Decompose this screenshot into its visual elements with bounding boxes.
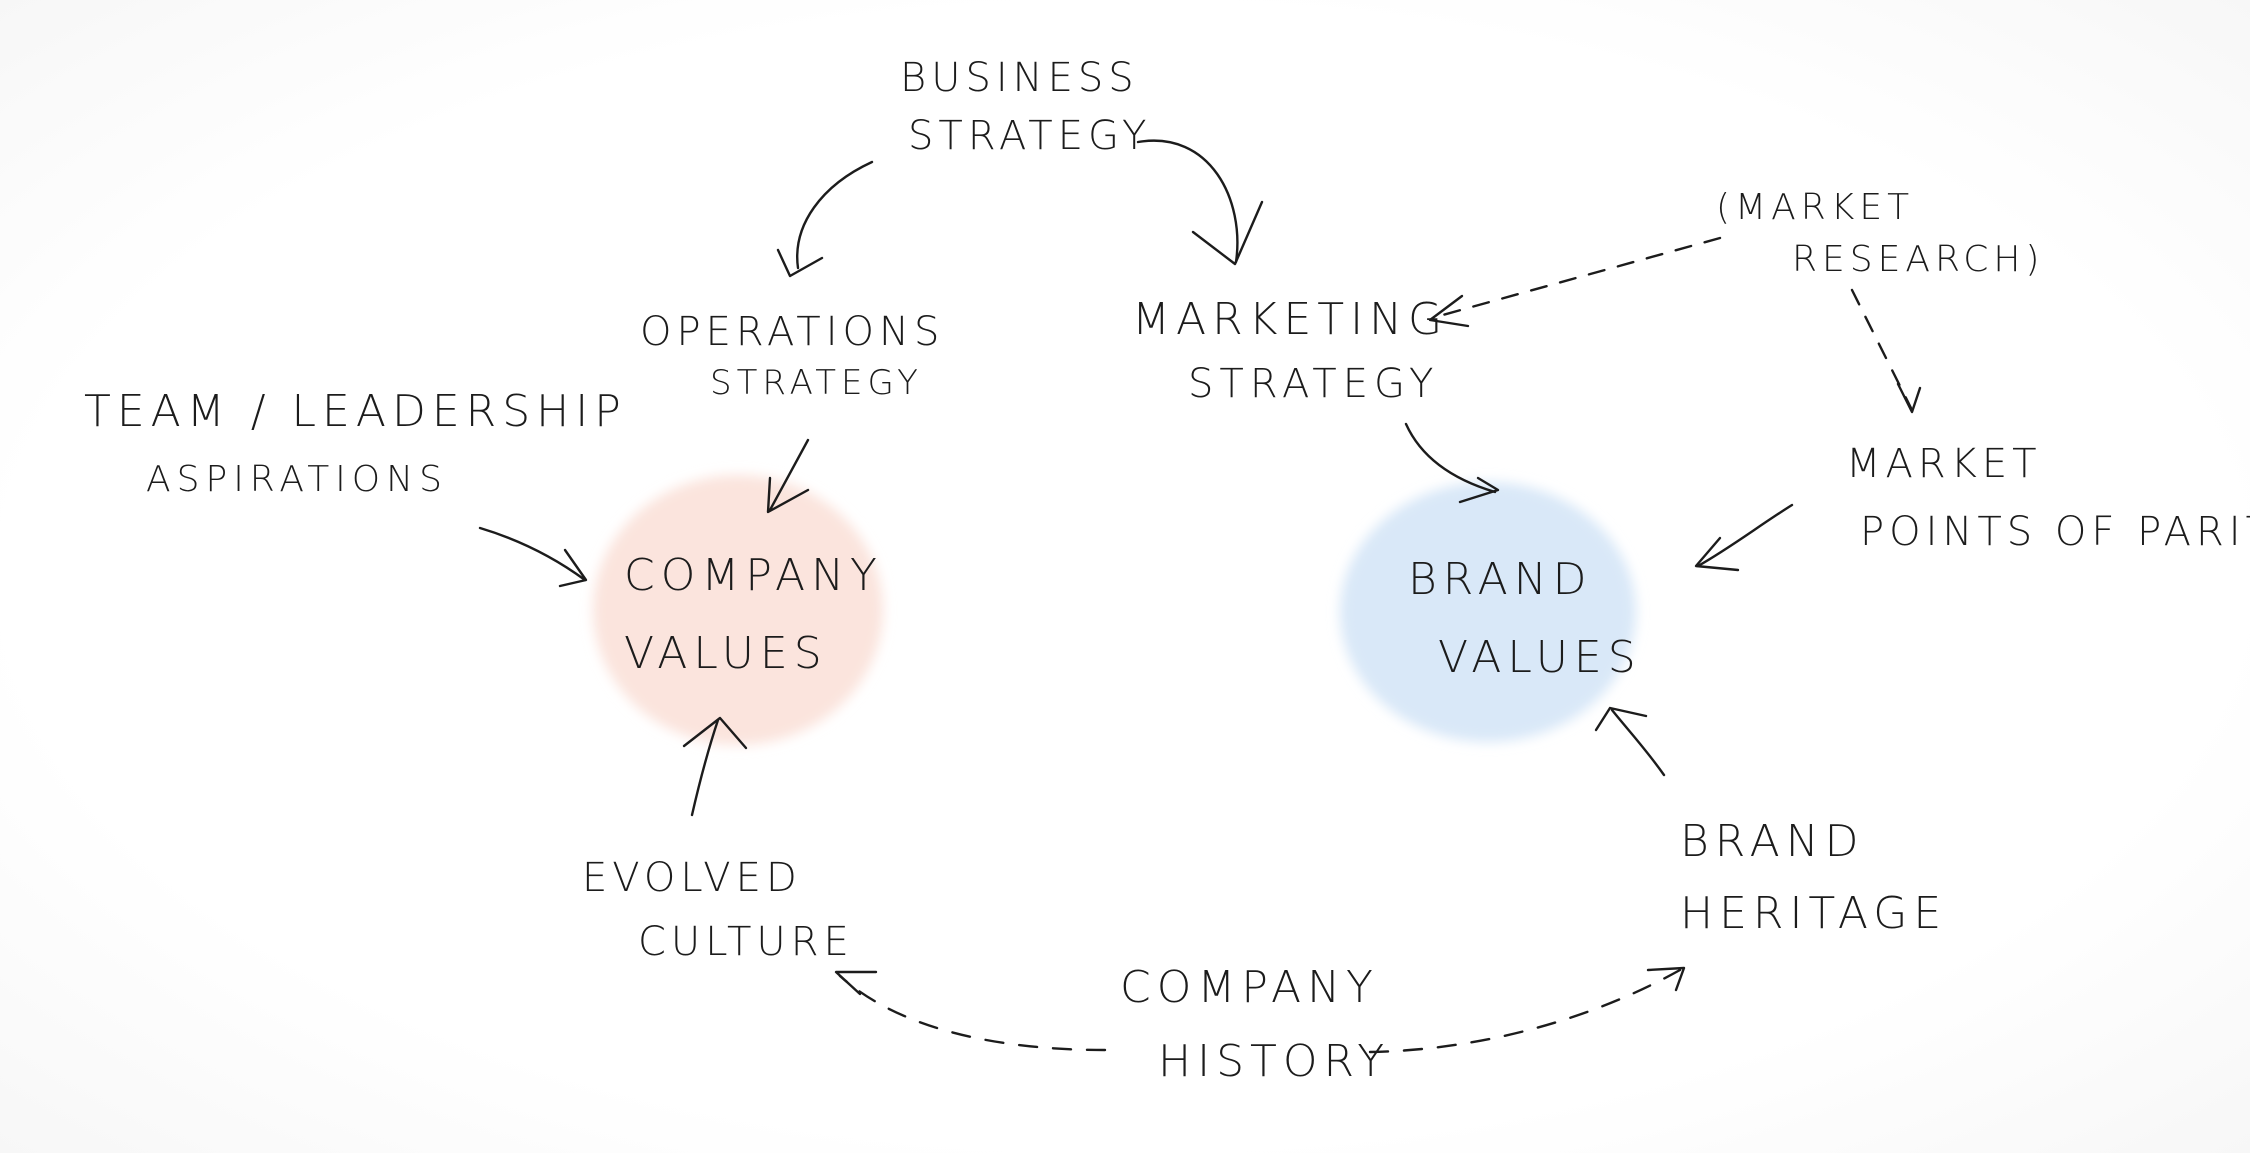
node-business-strategy: Business Strategy [900,55,1152,159]
arrow-marketing-to-brand [1404,422,1497,494]
arrow-culture-to-company [690,718,720,817]
arrow-business-to-marketing [1136,139,1239,264]
arrow-research-to-parity [1850,288,1914,412]
arrowhead-team-to-company [558,548,588,588]
arrow-history-to-culture [838,974,1107,1052]
arrow-parity-to-brand [1696,503,1794,568]
arrowhead-history-to-culture [834,970,878,996]
arrowhead-history-to-heritage [1646,966,1686,992]
arrowhead-business-to-marketing [1191,200,1264,266]
company-values-blob [593,475,883,745]
brand-values-blob [1340,482,1636,742]
arrow-research-to-marketing [1430,236,1722,320]
node-operations-strategy: Operations Strategy [640,309,945,403]
node-market-research: (Market Research) [1716,187,2045,280]
arrow-team-to-company [478,526,587,582]
arrowhead-business-to-operations [776,248,824,278]
arrow-heritage-to-brand [1610,708,1666,777]
arrowhead-heritage-to-brand [1594,706,1648,732]
node-company-values: Company Values [624,550,883,679]
arrowhead-marketing-to-brand [1458,476,1500,504]
arrowhead-research-to-marketing [1428,294,1470,328]
node-brand-heritage: Brand Heritage [1680,816,1948,939]
arrow-business-to-operations [796,160,874,270]
arrow-history-to-heritage [1368,968,1682,1054]
node-brand-values: Brand Values [1408,554,1642,683]
node-evolved-culture: Evolved Culture [582,855,854,965]
node-marketing-strategy: Marketing Strategy [1132,294,1449,407]
arrow-operations-to-company [768,438,810,512]
arrowhead-parity-to-brand [1694,536,1740,572]
node-company-history: Company History [1120,962,1391,1087]
node-market-parity: Market Points of Parity [1846,441,2250,555]
arrowhead-operations-to-company [766,476,810,514]
arrowhead-research-to-parity [1896,382,1922,414]
arrowhead-culture-to-company [682,716,748,750]
node-team-leadership: Team / Leadership Aspirations [84,386,627,500]
